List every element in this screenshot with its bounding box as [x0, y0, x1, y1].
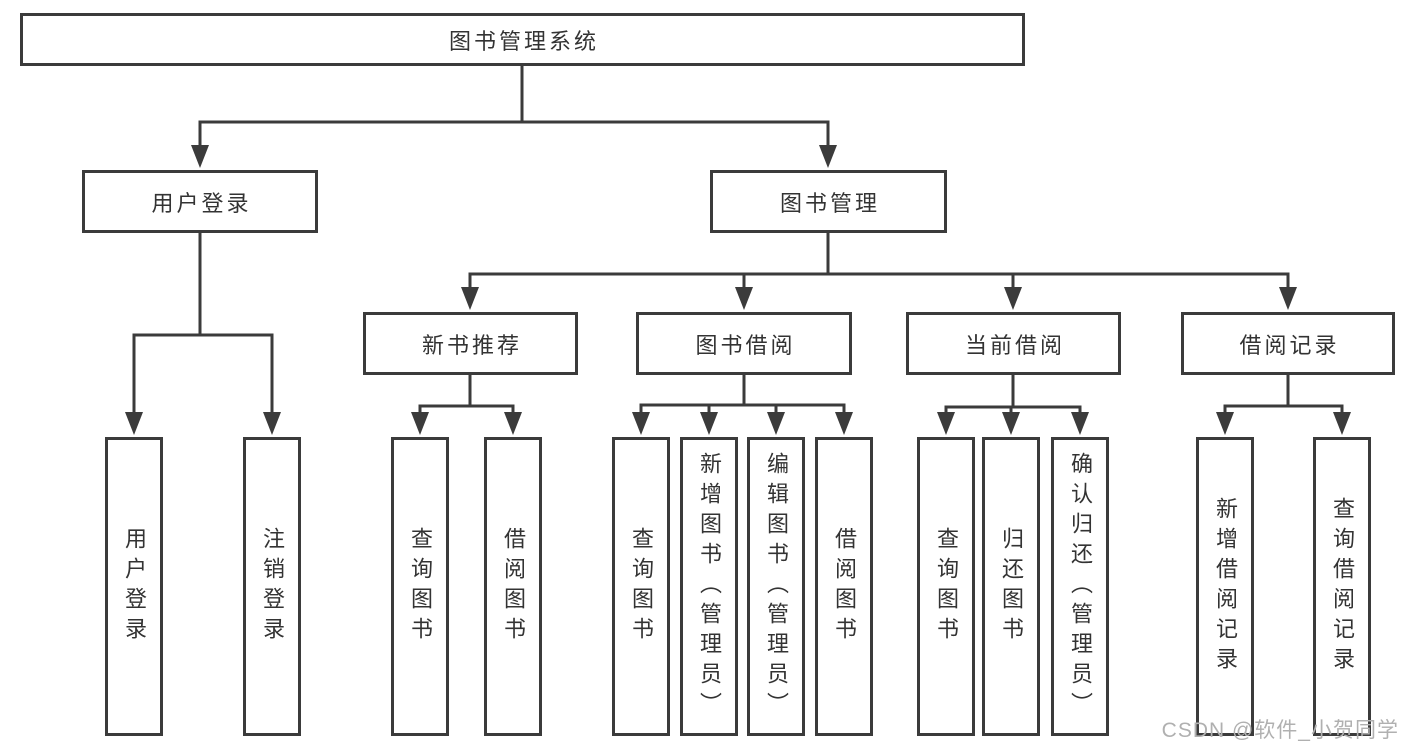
edge-0-arrowhead-1 [819, 145, 837, 168]
node-user-login-label: 用户登录 [151, 190, 252, 216]
node-book-borrowing: 图书借阅 [636, 312, 852, 375]
node-borrowing-records-label: 借阅记录 [1239, 332, 1340, 358]
edge-5-arrowhead-2 [1071, 412, 1089, 435]
leaf-borrow-books-a: 借阅图书 [484, 437, 542, 736]
leaf-query-books-a-label: 查询图书 [408, 526, 433, 647]
edge-2-arrowhead-3 [1279, 287, 1297, 310]
leaf-add-book-admin-label: 新增图书（管理员） [697, 451, 722, 722]
node-new-book-recommend-label: 新书推荐 [421, 332, 522, 358]
leaf-query-books-c-label: 查询图书 [934, 526, 959, 647]
edge-6-arrowhead-1 [1333, 412, 1351, 435]
leaf-confirm-return-admin: 确认归还（管理员） [1051, 437, 1109, 736]
node-current-borrowing: 当前借阅 [906, 312, 1121, 375]
leaf-edit-book-admin: 编辑图书（管理员） [747, 437, 805, 736]
node-user-login: 用户登录 [82, 170, 318, 233]
leaf-query-borrow-record: 查询借阅记录 [1313, 437, 1371, 736]
leaf-query-books-c: 查询图书 [917, 437, 975, 736]
edge-4-arrowhead-2 [767, 412, 785, 435]
edge-3-arrowhead-0 [411, 412, 429, 435]
leaf-add-book-admin: 新增图书（管理员） [680, 437, 738, 736]
node-book-management: 图书管理 [710, 170, 947, 233]
edge-5-arrowhead-1 [1002, 412, 1020, 435]
node-new-book-recommend: 新书推荐 [363, 312, 578, 375]
node-book-management-label: 图书管理 [779, 190, 880, 216]
leaf-borrow-books-a-label: 借阅图书 [501, 526, 526, 647]
leaf-query-books-a: 查询图书 [391, 437, 449, 736]
leaf-return-book: 归还图书 [982, 437, 1040, 736]
node-current-borrowing-label: 当前借阅 [964, 332, 1065, 358]
leaf-query-books-b-label: 查询图书 [629, 526, 654, 647]
leaf-user-login-label: 用户登录 [122, 526, 147, 647]
node-library-system-label: 图书管理系统 [448, 28, 599, 54]
leaf-add-borrow-record: 新增借阅记录 [1196, 437, 1254, 736]
leaf-query-books-b: 查询图书 [612, 437, 670, 736]
leaf-borrow-books-b: 借阅图书 [815, 437, 873, 736]
leaf-return-book-label: 归还图书 [999, 526, 1024, 647]
leaf-user-login: 用户登录 [105, 437, 163, 736]
leaf-add-borrow-record-label: 新增借阅记录 [1213, 496, 1238, 677]
edge-1-arrowhead-1 [263, 412, 281, 435]
edge-6-arrowhead-0 [1216, 412, 1234, 435]
leaf-query-borrow-record-label: 查询借阅记录 [1330, 496, 1355, 677]
leaf-logout-login: 注销登录 [243, 437, 301, 736]
edge-2-arrowhead-0 [461, 287, 479, 310]
edge-0-arrowhead-0 [191, 145, 209, 168]
watermark: CSDN @软件_小贺同学 [1161, 719, 1399, 742]
node-borrowing-records: 借阅记录 [1181, 312, 1395, 375]
edge-3-arrowhead-1 [504, 412, 522, 435]
edge-1-arrowhead-0 [125, 412, 143, 435]
leaf-borrow-books-b-label: 借阅图书 [832, 526, 857, 647]
leaf-logout-login-label: 注销登录 [260, 526, 285, 647]
node-book-borrowing-label: 图书借阅 [695, 332, 796, 358]
edge-2-arrowhead-2 [1004, 287, 1022, 310]
edge-4-arrowhead-0 [632, 412, 650, 435]
edge-4-arrowhead-1 [700, 412, 718, 435]
edge-2-arrowhead-1 [735, 287, 753, 310]
edge-4-arrowhead-3 [835, 412, 853, 435]
node-library-system: 图书管理系统 [20, 13, 1025, 66]
leaf-confirm-return-admin-label: 确认归还（管理员） [1068, 451, 1093, 722]
leaf-edit-book-admin-label: 编辑图书（管理员） [764, 451, 789, 722]
edge-5-arrowhead-0 [937, 412, 955, 435]
